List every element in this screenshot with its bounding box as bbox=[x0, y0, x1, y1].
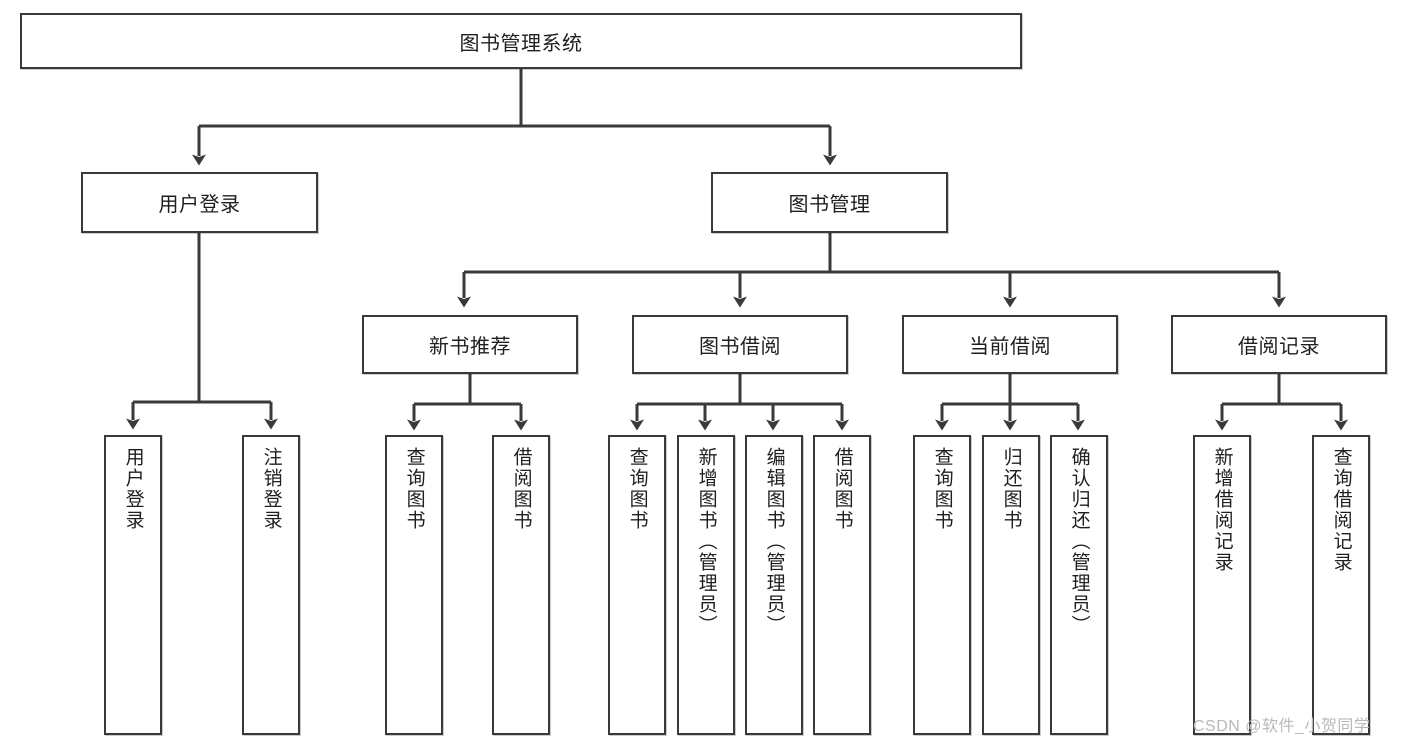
node-borrow-record[interactable]: 借阅记录 bbox=[1171, 315, 1387, 374]
node-leaf-borrow-book-1-label: 借阅图书 bbox=[510, 447, 532, 531]
node-leaf-user-login-label: 用户登录 bbox=[122, 447, 144, 531]
node-book-borrow-label: 图书借阅 bbox=[699, 336, 781, 358]
node-leaf-edit-book[interactable]: 编辑图书（管理员） bbox=[745, 435, 803, 735]
node-new-book-rec[interactable]: 新书推荐 bbox=[362, 315, 578, 374]
node-book-manage-label: 图书管理 bbox=[788, 194, 871, 216]
node-book-borrow[interactable]: 图书借阅 bbox=[632, 315, 848, 374]
node-leaf-logout[interactable]: 注销登录 bbox=[242, 435, 300, 735]
node-user-login-label: 用户登录 bbox=[158, 194, 241, 216]
node-leaf-query-book-3[interactable]: 查询图书 bbox=[913, 435, 971, 735]
node-leaf-query-book-1[interactable]: 查询图书 bbox=[385, 435, 443, 735]
node-leaf-borrow-book-1[interactable]: 借阅图书 bbox=[492, 435, 550, 735]
node-leaf-query-record[interactable]: 查询借阅记录 bbox=[1312, 435, 1370, 735]
node-leaf-return-book[interactable]: 归还图书 bbox=[982, 435, 1040, 735]
node-leaf-add-record[interactable]: 新增借阅记录 bbox=[1193, 435, 1251, 735]
node-borrow-record-label: 借阅记录 bbox=[1238, 336, 1320, 358]
node-new-book-rec-label: 新书推荐 bbox=[429, 336, 511, 358]
node-current-borrow[interactable]: 当前借阅 bbox=[902, 315, 1118, 374]
node-leaf-query-book-2-label: 查询图书 bbox=[626, 447, 648, 531]
csdn-watermark: CSDN @软件_小贺同学 bbox=[1193, 718, 1371, 735]
node-root[interactable]: 图书管理系统 bbox=[20, 13, 1022, 69]
node-leaf-query-record-label: 查询借阅记录 bbox=[1330, 447, 1352, 573]
node-leaf-add-book-label: 新增图书（管理员） bbox=[695, 447, 717, 636]
node-leaf-borrow-book-2-label: 借阅图书 bbox=[831, 447, 853, 531]
node-leaf-edit-book-label: 编辑图书（管理员） bbox=[763, 447, 785, 636]
node-book-manage[interactable]: 图书管理 bbox=[711, 172, 948, 233]
node-leaf-return-book-label: 归还图书 bbox=[1000, 447, 1022, 531]
node-leaf-add-book[interactable]: 新增图书（管理员） bbox=[677, 435, 735, 735]
node-leaf-confirm-return[interactable]: 确认归还（管理员） bbox=[1050, 435, 1108, 735]
node-leaf-confirm-return-label: 确认归还（管理员） bbox=[1068, 447, 1090, 636]
node-leaf-user-login[interactable]: 用户登录 bbox=[104, 435, 162, 735]
node-leaf-query-book-3-label: 查询图书 bbox=[931, 447, 953, 531]
node-current-borrow-label: 当前借阅 bbox=[969, 336, 1051, 358]
node-user-login[interactable]: 用户登录 bbox=[81, 172, 318, 233]
node-root-label: 图书管理系统 bbox=[459, 32, 583, 55]
node-leaf-query-book-1-label: 查询图书 bbox=[403, 447, 425, 531]
node-leaf-add-record-label: 新增借阅记录 bbox=[1211, 447, 1233, 573]
node-leaf-query-book-2[interactable]: 查询图书 bbox=[608, 435, 666, 735]
node-leaf-borrow-book-2[interactable]: 借阅图书 bbox=[813, 435, 871, 735]
node-leaf-logout-label: 注销登录 bbox=[260, 447, 282, 531]
